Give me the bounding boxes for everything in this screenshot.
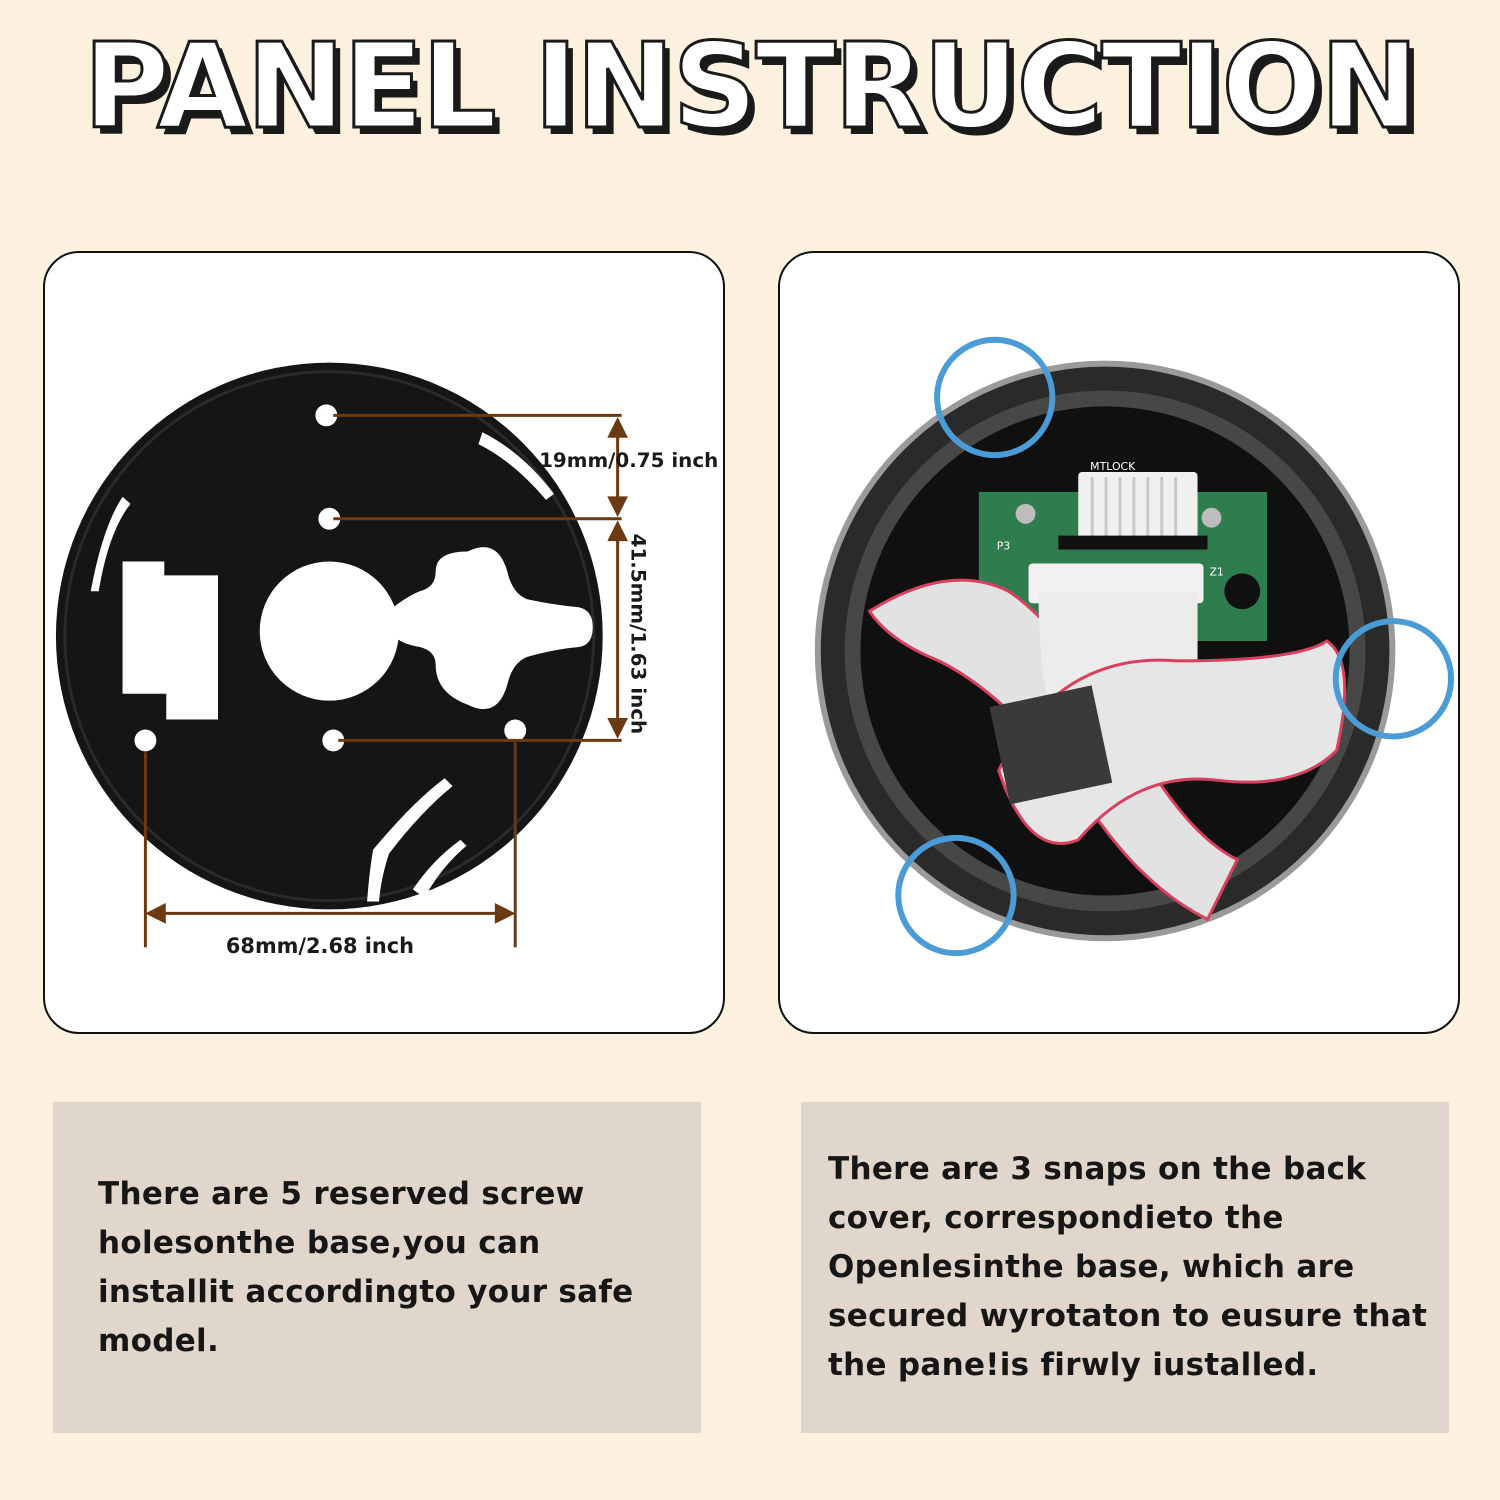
snap-highlight-2 [1332, 618, 1455, 740]
snap-highlight-3 [895, 834, 1017, 957]
snaps-description: There are 3 snaps on the back cover, cor… [828, 1151, 1428, 1383]
ribbon-connector [989, 685, 1113, 805]
panel-back-card: MTLOCK P3 Z1 [778, 251, 1460, 1034]
snap-highlight-1 [934, 336, 1056, 459]
board-label: MTLOCK [1090, 460, 1136, 473]
top-spacing-label: 19mm/0.75 inch [539, 449, 718, 472]
connector-label-z1: Z1 [1209, 565, 1223, 578]
screw-hole-5 [504, 719, 527, 742]
panel-back-illustration: MTLOCK P3 Z1 [814, 336, 1455, 957]
base-description: There are 5 reserved screw holesonthe ba… [98, 1175, 634, 1359]
horizontal-spacing-label: 68mm/2.68 inch [226, 934, 414, 958]
center-hole [259, 561, 399, 701]
screw-hole-4 [134, 729, 157, 752]
snap-highlights [895, 336, 1455, 957]
screw-hole-2 [318, 507, 341, 530]
screw-hole-3 [322, 729, 345, 752]
base-description-box: There are 5 reserved screw holesonthe ba… [53, 1102, 701, 1433]
base-plate-illustration: 19mm/0.75 inch 41.5mm/1.63 inch 68mm/2.6… [55, 362, 718, 958]
keyhole-opening [386, 547, 593, 710]
vertical-spacing-label: 41.5mm/1.63 inch [627, 534, 650, 735]
bottom-slot [367, 778, 453, 902]
rectangular-opening [122, 561, 218, 720]
base-plate-card: 19mm/0.75 inch 41.5mm/1.63 inch 68mm/2.6… [43, 251, 725, 1034]
screw-hole-1 [315, 404, 338, 427]
top-right-slot [478, 432, 554, 500]
left-slot [90, 496, 131, 592]
connector-label-p3: P3 [997, 540, 1011, 553]
snaps-description-box: There are 3 snaps on the back cover, cor… [801, 1102, 1449, 1433]
page-title: PANEL INSTRUCTION [82, 17, 1421, 155]
dimension-lines [143, 413, 628, 948]
